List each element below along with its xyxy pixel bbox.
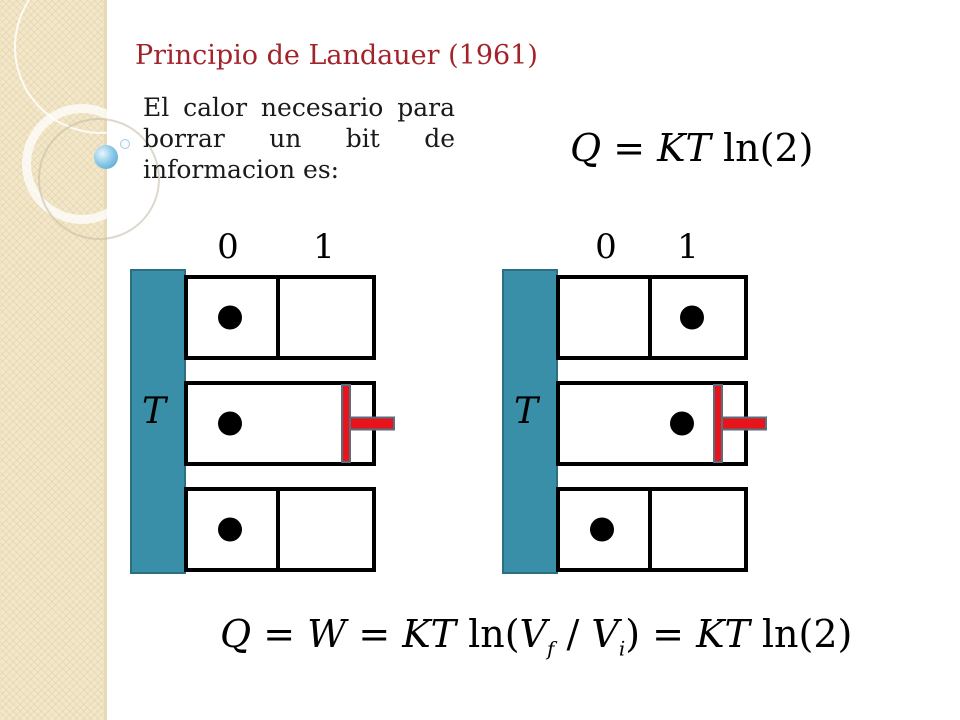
formula-kt: KT (657, 126, 711, 170)
slide-body-text: El calor necesario para borrar un bit de… (143, 93, 455, 184)
particle (670, 411, 694, 436)
formula-kt: KT (696, 612, 750, 656)
column-label-1: 1 (677, 227, 699, 267)
formula-vi: V (591, 612, 619, 656)
heat-reservoir (130, 269, 186, 574)
heat-reservoir (502, 269, 558, 574)
decorative-ring (38, 118, 160, 240)
reservoir-label: T (142, 391, 169, 432)
formula-landauer: Q = KT ln(2) (570, 126, 814, 170)
piston-plate (341, 384, 351, 463)
formula-vf-sub: f (546, 636, 555, 661)
formula-vi-sub: i (618, 636, 626, 661)
formula-work-derivation: Q = W = KT ln(Vf / Vi) = KT ln(2) (220, 612, 853, 661)
left-panel: T 0 1 (130, 227, 395, 574)
piston-rod (721, 416, 767, 431)
memory-cell-row (184, 275, 376, 360)
formula-ln: ln(2) (723, 126, 814, 170)
particle (218, 305, 242, 330)
formula-vf: V (519, 612, 547, 656)
decorative-bubble-small-icon (120, 139, 130, 149)
piston-plate (713, 384, 723, 463)
right-panel: T 0 1 (502, 227, 767, 574)
formula-w: W (307, 612, 347, 656)
slide-title: Principio de Landauer (1961) (135, 40, 538, 71)
memory-cell-row (556, 275, 748, 360)
formula-ln-close: ) (625, 612, 641, 656)
sidebar-border (104, 0, 107, 720)
particle (218, 517, 242, 542)
memory-cell-row (556, 487, 748, 572)
column-label-0: 0 (217, 227, 239, 267)
formula-ln2: ln(2) (761, 612, 853, 656)
column-label-0: 0 (595, 227, 617, 267)
particle (590, 517, 614, 542)
formula-ln-open: ln( (468, 612, 520, 656)
reservoir-label: T (514, 391, 541, 432)
particle (680, 305, 704, 330)
piston-rod (349, 416, 395, 431)
decorative-bubble-icon (94, 145, 118, 169)
memory-cell-row (184, 381, 395, 466)
column-label-1: 1 (313, 227, 335, 267)
formula-q: Q (220, 612, 252, 656)
formula-q: Q (570, 126, 602, 170)
particle (218, 411, 242, 436)
memory-cell-row (556, 381, 767, 466)
formula-kt: KT (402, 612, 456, 656)
memory-cell-row (184, 487, 376, 572)
